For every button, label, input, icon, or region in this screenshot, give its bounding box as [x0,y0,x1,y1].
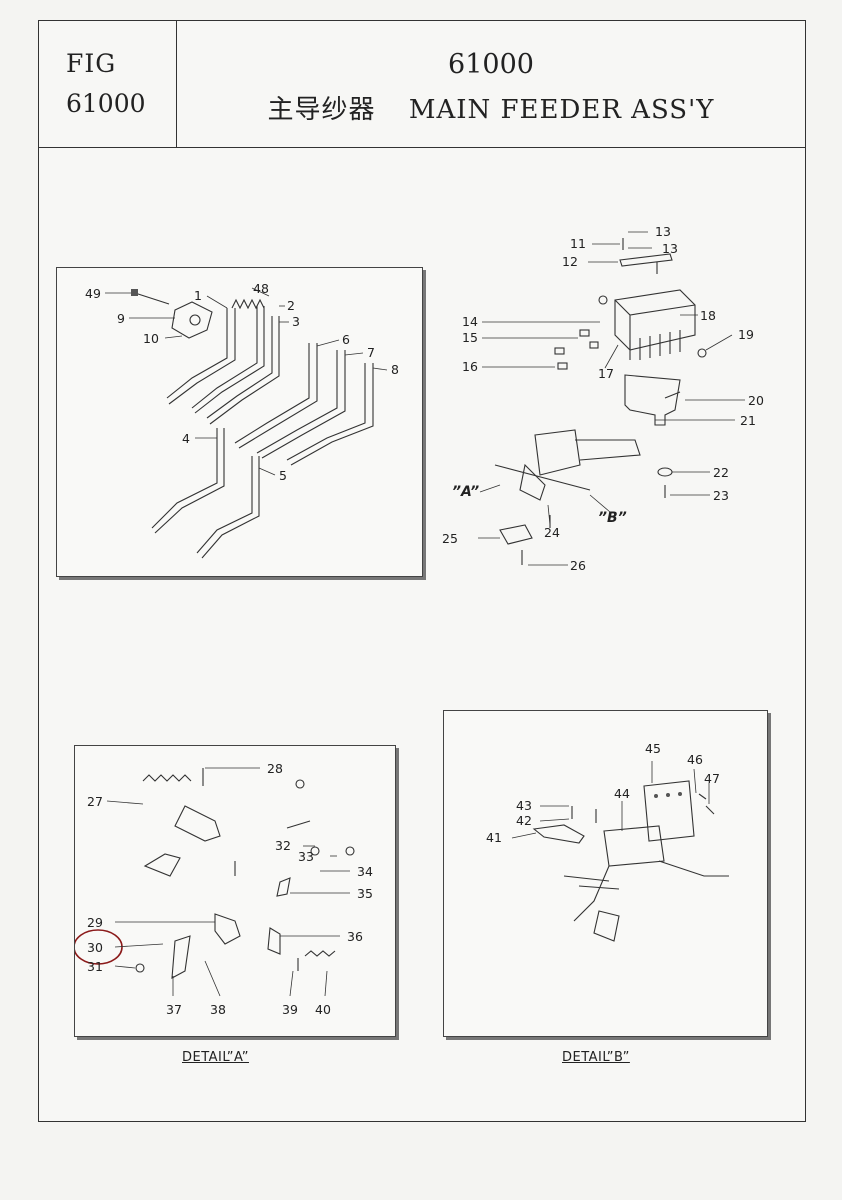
detail-b-caption: DETAIL”B” [562,1050,630,1065]
callout-38: 38 [210,1002,226,1017]
mounting-plate-icon [624,374,681,426]
callout-7: 7 [367,345,375,360]
assembly-diagram: 13 11 13 12 18 14 15 19 16 17 20 21 22 2… [442,224,764,573]
screws-icon [521,238,707,565]
callout-leaders [106,767,350,997]
callout-leaders [105,287,388,476]
view-label-a: ”A” [452,484,479,500]
callout-12: 12 [562,254,578,269]
callout-25: 25 [442,531,458,546]
fig-number: 61000 [66,89,146,118]
callout-41: 41 [486,830,502,845]
detail-a-diagram: 28 27 32 33 34 35 29 30 31 36 37 38 39 4… [73,761,373,1017]
callout-4: 4 [182,431,190,446]
lever-41-icon [532,824,585,844]
title-en: MAIN FEEDER ASS'Y [408,95,715,125]
callout-11: 11 [570,236,586,251]
callout-35: 35 [357,886,373,901]
page-title: 主导纱器 MAIN FEEDER ASS'Y [177,89,805,126]
callout-20: 20 [748,393,764,408]
callout-27: 27 [87,794,103,809]
callout-32: 32 [275,838,291,853]
callout-42: 42 [516,813,532,828]
bracket-part-icon [171,301,213,339]
callout-43: 43 [516,798,532,813]
figure-label-cell: FIG 61000 [39,21,177,148]
callout-leaders [511,761,710,839]
title-cell: 61000 主导纱器 MAIN FEEDER ASS'Y [177,21,805,148]
detail-a-panel: 28 27 32 33 34 35 29 30 31 36 37 38 39 4… [73,745,396,1037]
callout-37: 37 [166,1002,182,1017]
callout-36: 36 [347,929,363,944]
title-number: 61000 [448,49,534,80]
guides-diagram: 49 9 10 1 48 2 3 6 7 8 4 5 [85,281,399,559]
guides-panel: 49 9 10 1 48 2 3 6 7 8 4 5 [56,267,423,577]
callout-26: 26 [570,558,586,573]
callout-48: 48 [253,281,269,296]
spring-part-icon [231,298,265,310]
callout-14: 14 [462,314,478,329]
callout-3: 3 [292,314,300,329]
callout-44: 44 [614,786,630,801]
callout-16: 16 [462,359,478,374]
carrier-frame-icon [494,429,641,501]
callout-1: 1 [194,288,202,303]
callout-19: 19 [738,327,754,342]
callout-40: 40 [315,1002,331,1017]
callout-18: 18 [700,308,716,323]
callout-30: 30 [87,940,103,955]
callout-13a: 13 [655,224,671,239]
callout-47: 47 [704,771,720,786]
detail-a-caption: DETAIL”A” [182,1050,249,1065]
guide-plate-group-middle [234,343,374,466]
callout-24: 24 [544,525,560,540]
view-label-b: ”B” [598,510,627,526]
callout-28: 28 [267,761,283,776]
detail-b-panel: 45 46 47 43 42 44 41 [443,710,768,1037]
callout-21: 21 [740,413,756,428]
callout-6: 6 [342,332,350,347]
screws-icon [135,768,355,973]
callout-17: 17 [598,366,614,381]
spring-part-icon [142,774,192,782]
guide-plate-group-lower [151,428,260,559]
callout-29: 29 [87,915,103,930]
screw-part-icon [131,289,170,305]
callout-34: 34 [357,864,373,879]
callout-8: 8 [391,362,399,377]
callout-5: 5 [279,468,287,483]
callout-10: 10 [143,331,159,346]
callout-9: 9 [117,311,125,326]
callout-39: 39 [282,1002,298,1017]
title-cn: 主导纱器 [267,95,376,125]
bracket-25-icon [499,524,533,545]
callout-33: 33 [298,849,314,864]
detail-b-diagram: 45 46 47 43 42 44 41 [486,741,729,942]
callout-45: 45 [645,741,661,756]
guide-plate-group-upper [166,306,280,425]
callout-2: 2 [287,298,295,313]
callout-31: 31 [87,959,103,974]
screws-icon [571,793,715,823]
callout-46: 46 [687,752,703,767]
callout-22: 22 [713,465,729,480]
carrier-frame-icon [563,825,729,942]
callout-leaders [478,231,745,566]
feeder-block-icon [614,253,696,360]
callout-15: 15 [462,330,478,345]
callout-13b: 13 [662,241,678,256]
fig-label: FIG [66,49,117,78]
callout-23: 23 [713,488,729,503]
callout-49: 49 [85,286,101,301]
lever-part-icon [143,805,291,979]
plate-45-icon [643,780,695,842]
